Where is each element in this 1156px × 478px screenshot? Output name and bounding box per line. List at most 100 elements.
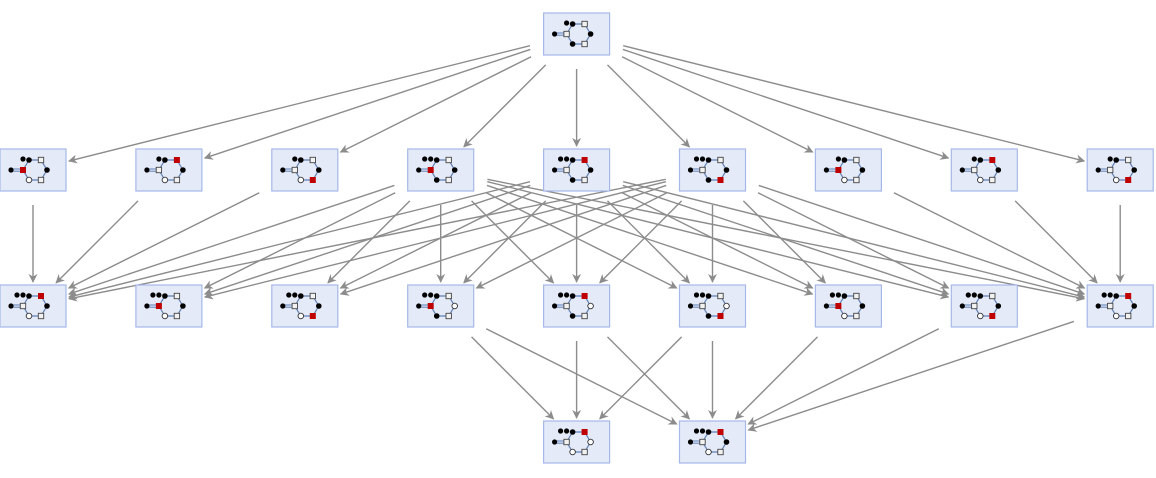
node-m1[interactable] <box>0 284 67 328</box>
dot-marker <box>433 157 440 163</box>
molecule-icon <box>144 156 186 184</box>
edge-n3-m1 <box>67 192 260 289</box>
square-marker <box>445 292 452 300</box>
molecule-icon <box>144 292 186 320</box>
molecule-icon <box>687 292 730 319</box>
edge-top-n7 <box>621 56 814 153</box>
edge-n6-m4 <box>475 192 668 289</box>
open-circle-marker <box>977 176 984 184</box>
node-n9[interactable] <box>1086 148 1154 192</box>
open-circle-marker <box>161 312 169 320</box>
node-n7[interactable] <box>814 148 883 192</box>
edge-top-n6 <box>606 64 691 148</box>
edge-n6-m3 <box>339 184 667 296</box>
open-circle-marker <box>841 176 848 184</box>
dot-marker <box>995 167 1002 173</box>
square-marker <box>563 166 570 174</box>
open-circle-marker <box>25 176 33 184</box>
molecule-icon <box>280 156 322 184</box>
edge-n6-m5 <box>599 200 683 284</box>
dot-marker <box>569 157 576 163</box>
node-n4[interactable] <box>407 148 475 192</box>
highlight-marker <box>309 313 316 319</box>
highlight-marker <box>835 303 842 309</box>
highlight-marker <box>581 293 588 299</box>
dot-marker <box>587 167 594 173</box>
edge-n6-m7 <box>742 200 826 284</box>
square-marker <box>445 156 452 164</box>
node-n3[interactable] <box>271 148 339 192</box>
node-n6[interactable] <box>678 148 747 192</box>
edge-top-n3 <box>339 56 532 153</box>
dot-marker <box>26 293 32 299</box>
node-m8[interactable] <box>950 284 1018 328</box>
dot-marker <box>433 313 440 319</box>
node-n5[interactable] <box>542 148 611 192</box>
highlight-marker <box>717 313 724 319</box>
node-m3[interactable] <box>271 284 339 328</box>
square-marker <box>717 292 724 300</box>
highlight-marker <box>989 313 996 319</box>
edge-m7-b2 <box>734 336 819 420</box>
square-marker <box>989 292 996 300</box>
node-m6[interactable] <box>678 284 747 328</box>
square-marker <box>717 448 724 456</box>
open-circle-marker <box>723 302 730 310</box>
square-marker <box>563 302 570 310</box>
edge-n5-m9 <box>623 180 1086 300</box>
dot-marker <box>316 303 322 309</box>
dot-marker <box>841 157 848 163</box>
dot-marker <box>298 293 304 299</box>
highlight-marker <box>427 167 434 173</box>
node-n2[interactable] <box>135 148 203 192</box>
node-n1[interactable] <box>0 148 67 192</box>
molecule-icon <box>1095 292 1137 320</box>
molecule-icon <box>1095 156 1137 184</box>
square-marker <box>853 156 860 164</box>
dot-marker <box>1113 293 1119 299</box>
dot-marker <box>705 429 712 435</box>
dot-marker <box>977 157 984 163</box>
highlight-marker <box>1125 177 1132 183</box>
edges-layer <box>28 44 1125 432</box>
edge-n4-m1 <box>67 184 395 296</box>
molecule-icon <box>280 292 322 320</box>
edge-n4-m3 <box>327 200 411 284</box>
square-marker <box>309 156 316 164</box>
dot-marker <box>1131 303 1137 309</box>
open-circle-marker <box>587 438 594 446</box>
square-marker <box>445 176 452 184</box>
square-marker <box>309 292 316 300</box>
node-box <box>678 420 747 464</box>
node-m7[interactable] <box>814 284 883 328</box>
molecule-icon <box>8 292 50 320</box>
highlight-marker <box>717 177 724 183</box>
node-m9[interactable] <box>1086 284 1154 328</box>
edge-top-n8 <box>622 48 950 160</box>
node-top[interactable] <box>542 12 611 56</box>
node-b2[interactable] <box>678 420 747 464</box>
molecule-icon <box>823 292 866 320</box>
molecule-icon <box>416 292 458 320</box>
node-box <box>0 148 67 192</box>
square-marker <box>581 312 588 320</box>
open-circle-marker <box>841 312 848 320</box>
dot-marker <box>1131 167 1137 173</box>
dot-marker <box>162 157 168 163</box>
node-m5[interactable] <box>542 284 611 328</box>
node-b1[interactable] <box>542 420 611 464</box>
square-marker <box>563 30 570 38</box>
square-marker <box>717 156 724 164</box>
node-m4[interactable] <box>407 284 475 328</box>
highlight-marker <box>427 303 434 309</box>
edge-n8-m9 <box>1014 200 1098 284</box>
square-marker <box>37 176 45 184</box>
node-n8[interactable] <box>950 148 1018 192</box>
molecule-icon <box>552 156 594 184</box>
edge-n4-m8 <box>487 180 950 300</box>
node-m2[interactable] <box>135 284 203 328</box>
molecule-icon <box>959 156 1002 184</box>
dot-marker <box>569 41 576 47</box>
highlight-marker <box>581 157 588 163</box>
